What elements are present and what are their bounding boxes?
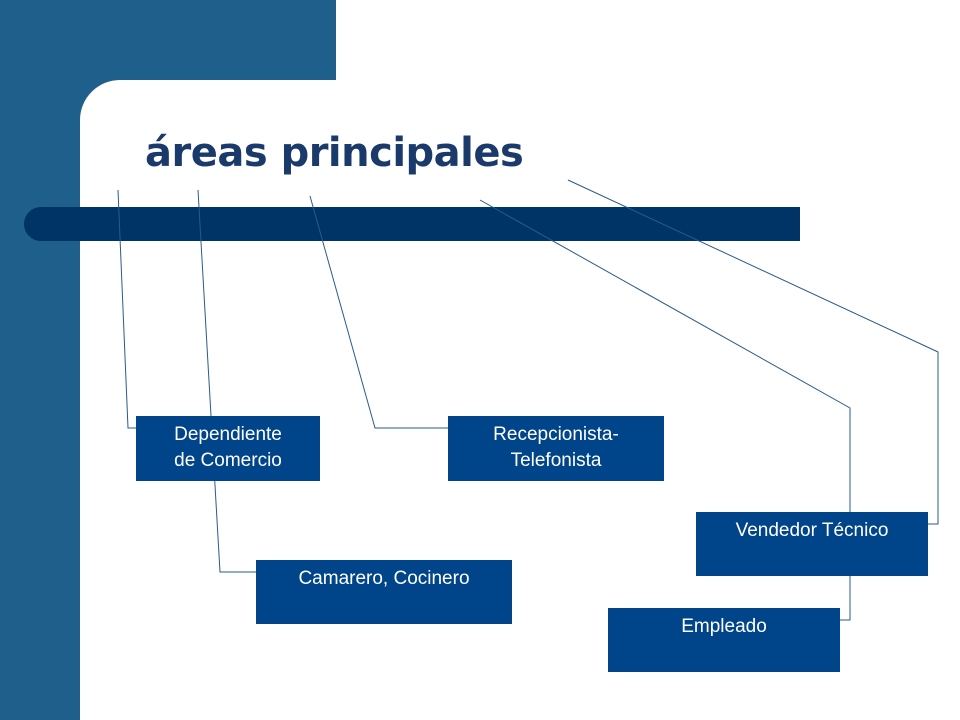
connector-camarero: [197, 189, 256, 573]
connector-dependiente: [117, 189, 136, 429]
node-camarero-line1: Camarero, Cocinero: [298, 568, 470, 589]
node-recepcionista-line2: Telefonista: [510, 450, 602, 471]
node-dependiente-line1: Dependiente: [174, 424, 282, 445]
node-dependiente-line2: de Comercio: [174, 450, 282, 471]
connector-vendedor: [567, 179, 939, 525]
node-dependiente: Dependiente de Comercio: [136, 416, 320, 481]
connector-recepcionista: [309, 195, 448, 429]
node-camarero: Camarero, Cocinero: [256, 560, 512, 624]
node-recepcionista-line1: Recepcionista-: [493, 424, 619, 445]
node-empleado: Empleado: [608, 608, 840, 672]
slide-top-band: [0, 0, 336, 80]
slide-title: áreas principales: [145, 130, 524, 176]
node-vendedor: Vendedor Técnico: [696, 512, 928, 576]
node-empleado-line1: Empleado: [681, 616, 767, 637]
slide-content-corner: [80, 80, 160, 160]
node-vendedor-line1: Vendedor Técnico: [735, 520, 889, 541]
title-underline-bar: [24, 207, 800, 241]
node-recepcionista: Recepcionista- Telefonista: [448, 416, 664, 481]
slide-sidebar: [0, 0, 80, 720]
